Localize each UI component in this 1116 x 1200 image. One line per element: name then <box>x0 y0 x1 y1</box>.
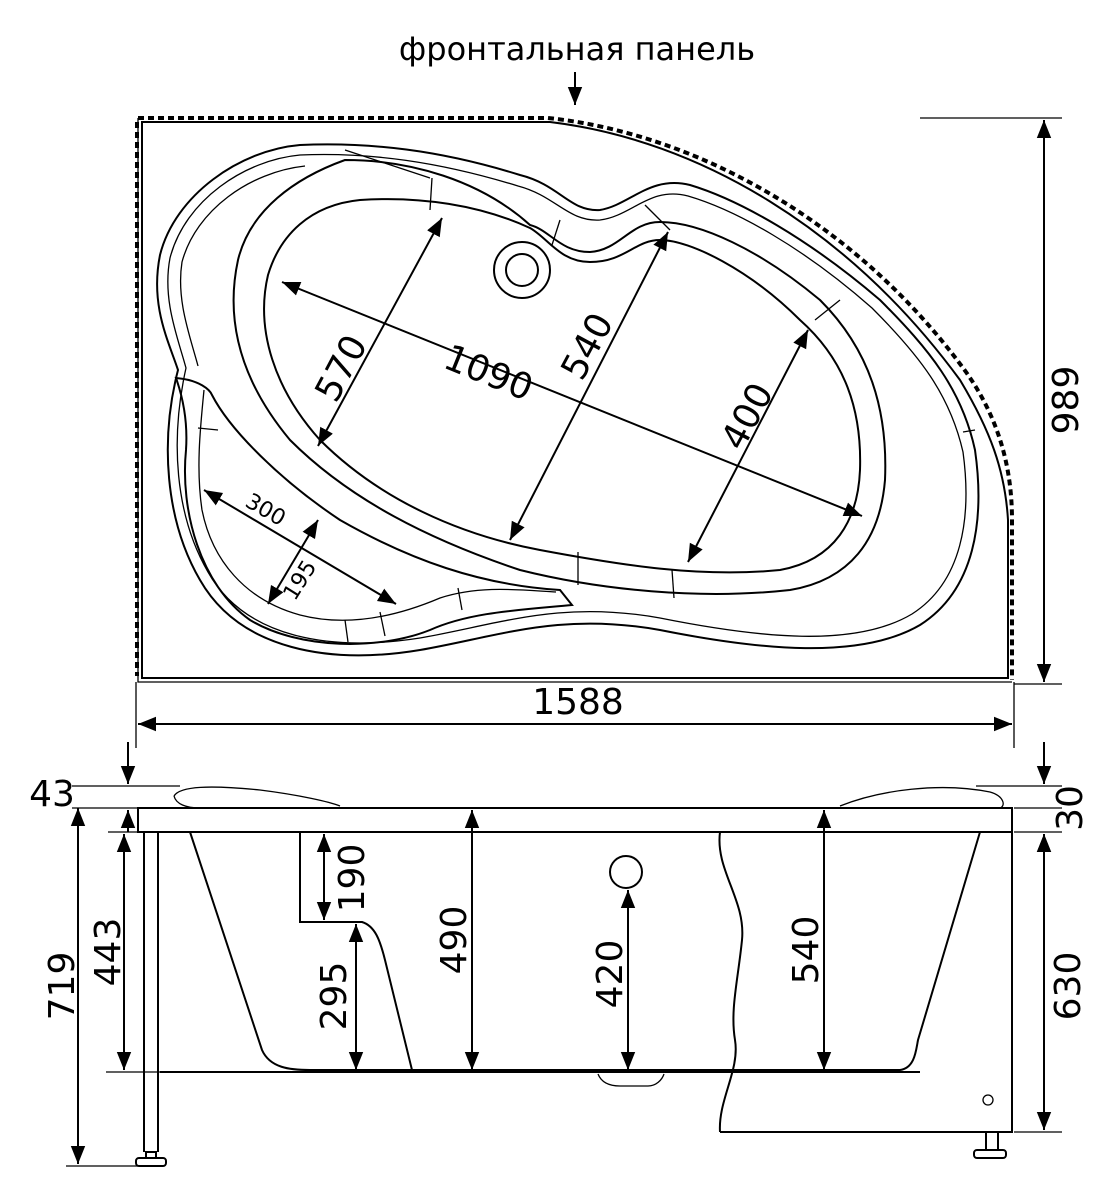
dim-400-line <box>687 329 809 563</box>
dim-630: 630 <box>1048 952 1089 1021</box>
drain-side <box>609 855 643 889</box>
dim-195-line <box>267 519 319 605</box>
tub-body-side <box>189 831 981 1071</box>
dim-719: 719 <box>42 952 83 1021</box>
dim-43: 43 <box>29 774 75 815</box>
side-rim <box>137 807 1013 833</box>
dim-295: 295 <box>314 962 355 1031</box>
dim-570: 570 <box>308 329 376 409</box>
dim-400: 400 <box>714 377 782 457</box>
section-cut <box>718 831 744 1133</box>
dim-1090: 1090 <box>438 337 538 409</box>
dim-540: 540 <box>554 307 622 387</box>
dim-195: 195 <box>279 556 322 605</box>
dim-443: 443 <box>88 918 129 987</box>
dim-570-line <box>317 217 443 447</box>
dim-989: 989 <box>1046 366 1087 435</box>
front-panel-edge <box>138 116 1014 680</box>
left-leg <box>143 832 159 1159</box>
plan-view: 1090 570 540 400 300 195 1588 989 <box>135 116 1087 748</box>
front-panel-label: фронтальная панель <box>399 30 755 68</box>
dim-1588: 1588 <box>532 682 624 723</box>
dim-540-line <box>509 231 669 541</box>
side-view: 43 719 443 190 295 490 420 540 30 6 <box>29 742 1091 1167</box>
seat-area <box>174 376 574 645</box>
dim-490: 490 <box>434 906 475 975</box>
dim-190: 190 <box>332 844 373 913</box>
seat-step-side <box>299 832 413 1071</box>
dim-420: 420 <box>590 940 631 1009</box>
right-leg <box>985 1132 999 1151</box>
drain-hole-plan <box>493 241 551 299</box>
tub-rim-outer <box>156 143 980 657</box>
dim-540-side: 540 <box>786 916 827 985</box>
dim-30: 30 <box>1050 785 1091 831</box>
plan-outline <box>141 121 1009 679</box>
